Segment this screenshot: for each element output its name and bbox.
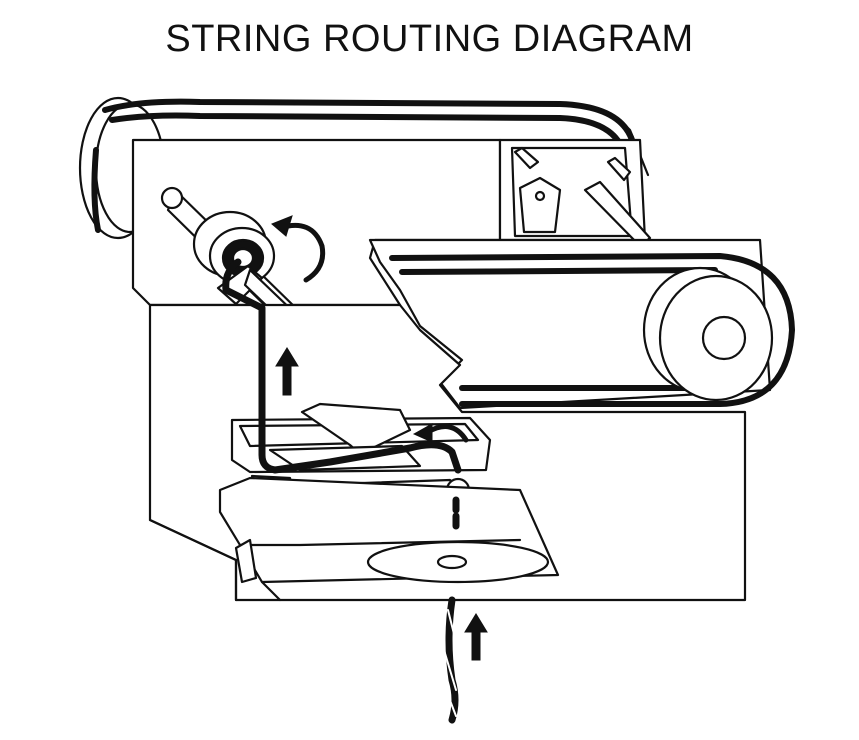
- page-title: STRING ROUTING DIAGRAM: [165, 18, 694, 60]
- upward-arrow-icon: [464, 613, 488, 661]
- rotation-arrow-icon: [412, 423, 469, 443]
- string-path: [222, 258, 462, 724]
- upward-arrow-icon: [275, 347, 299, 396]
- motor-mount: [498, 138, 652, 248]
- rotation-arrow-icon: [271, 215, 326, 283]
- right-belt-unit: [368, 238, 796, 410]
- base-tray: [218, 476, 560, 602]
